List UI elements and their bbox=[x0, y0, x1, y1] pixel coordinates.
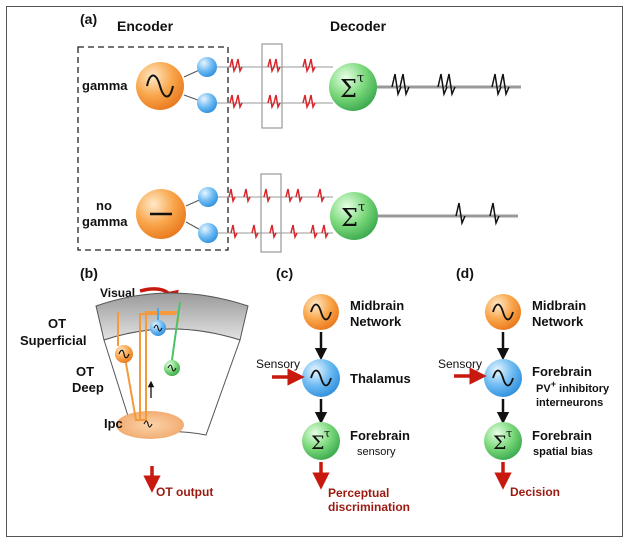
panel-d-tag: (d) bbox=[456, 265, 474, 281]
node3-label: Forebrain bbox=[350, 428, 410, 443]
sine-icon bbox=[118, 349, 130, 359]
coincidence-window bbox=[261, 43, 283, 129]
panel-a: (a) Encoder Decoder gamma no gamma bbox=[77, 11, 521, 253]
spike-train-nogamma bbox=[228, 188, 329, 240]
node2-label-1: Forebrain bbox=[532, 364, 592, 379]
forebrain-node bbox=[302, 422, 340, 460]
spike-train-gamma bbox=[229, 58, 316, 110]
forebrain-tau: τ bbox=[506, 427, 512, 440]
output-spikes-nogamma bbox=[455, 202, 500, 226]
encoder-title: Encoder bbox=[117, 18, 174, 34]
decoder-sigma: Σ bbox=[340, 75, 357, 103]
ipc-nucleus bbox=[116, 411, 184, 439]
panel-c: (c) Midbrain Network Thalamus Sensory Σ … bbox=[256, 265, 411, 514]
gamma-label: gamma bbox=[82, 78, 128, 93]
ot-output-label: OT output bbox=[156, 485, 213, 499]
inhibitory-text: inhibitory bbox=[556, 383, 610, 395]
decision-label: Decision bbox=[510, 485, 560, 499]
decoder-sigma: Σ bbox=[341, 204, 358, 232]
output-spikes-gamma bbox=[391, 73, 510, 97]
pv-superscript: + bbox=[551, 379, 556, 389]
output-label-2: discrimination bbox=[328, 500, 410, 514]
blue-neuron bbox=[197, 57, 217, 77]
ipc-label: Ipc bbox=[104, 416, 123, 431]
panel-c-tag: (c) bbox=[276, 265, 293, 281]
forebrain-tau: τ bbox=[324, 427, 330, 440]
sine-icon bbox=[492, 303, 514, 321]
sensory-label: Sensory bbox=[256, 357, 300, 371]
node1-label-1: Midbrain bbox=[350, 298, 404, 313]
pv-text: PV bbox=[536, 383, 551, 395]
ot-superficial-label-2: Superficial bbox=[20, 333, 86, 348]
panel-b: (b) Visual OT Superficial OT Deep Ipc bbox=[20, 265, 249, 499]
nogamma-label-1: no bbox=[96, 198, 112, 213]
node2-label-3: interneurons bbox=[536, 397, 603, 409]
blue-neuron bbox=[198, 187, 218, 207]
ot-superficial-label-1: OT bbox=[48, 316, 66, 331]
decoder-node-nogamma bbox=[330, 192, 378, 240]
sine-icon bbox=[143, 420, 153, 428]
sine-icon bbox=[310, 303, 332, 321]
panel-a-tag: (a) bbox=[80, 11, 97, 27]
ot-deep-label-2: Deep bbox=[72, 380, 104, 395]
forebrain-node bbox=[484, 422, 522, 460]
visual-label: Visual bbox=[100, 286, 135, 300]
sine-icon bbox=[153, 324, 163, 332]
node2-label: Thalamus bbox=[350, 371, 411, 386]
decoder-title: Decoder bbox=[330, 18, 387, 34]
node3-label: Forebrain bbox=[532, 428, 592, 443]
sensory-label: Sensory bbox=[438, 357, 482, 371]
node3-sublabel: sensory bbox=[357, 446, 396, 458]
sine-icon bbox=[310, 369, 332, 387]
outer-frame bbox=[6, 6, 623, 537]
node2-label-2: PV+ inhibitory bbox=[536, 379, 610, 395]
node1-label-1: Midbrain bbox=[532, 298, 586, 313]
nogamma-label-2: gamma bbox=[82, 214, 128, 229]
panel-d: (d) Midbrain Network Forebrain PV+ inhib… bbox=[438, 265, 610, 499]
encoder-box bbox=[77, 46, 229, 251]
decoder-tau: τ bbox=[357, 71, 364, 86]
node3-sublabel: spatial bias bbox=[533, 446, 593, 458]
blue-neuron bbox=[198, 223, 218, 243]
sine-icon bbox=[146, 74, 174, 98]
sine-icon bbox=[167, 364, 177, 372]
output-label-1: Perceptual bbox=[328, 486, 389, 500]
forebrain-sigma: Σ bbox=[493, 432, 506, 454]
circuit-green bbox=[171, 301, 181, 361]
sine-icon bbox=[492, 369, 514, 387]
blue-neuron bbox=[197, 93, 217, 113]
decoder-node-gamma bbox=[329, 63, 377, 111]
node1-label-2: Network bbox=[350, 314, 402, 329]
ot-deep-label-1: OT bbox=[76, 364, 94, 379]
node1-label-2: Network bbox=[532, 314, 584, 329]
decoder-tau: τ bbox=[358, 200, 365, 215]
panel-b-tag: (b) bbox=[80, 265, 98, 281]
forebrain-sigma: Σ bbox=[311, 432, 324, 454]
coincidence-window bbox=[260, 173, 282, 253]
